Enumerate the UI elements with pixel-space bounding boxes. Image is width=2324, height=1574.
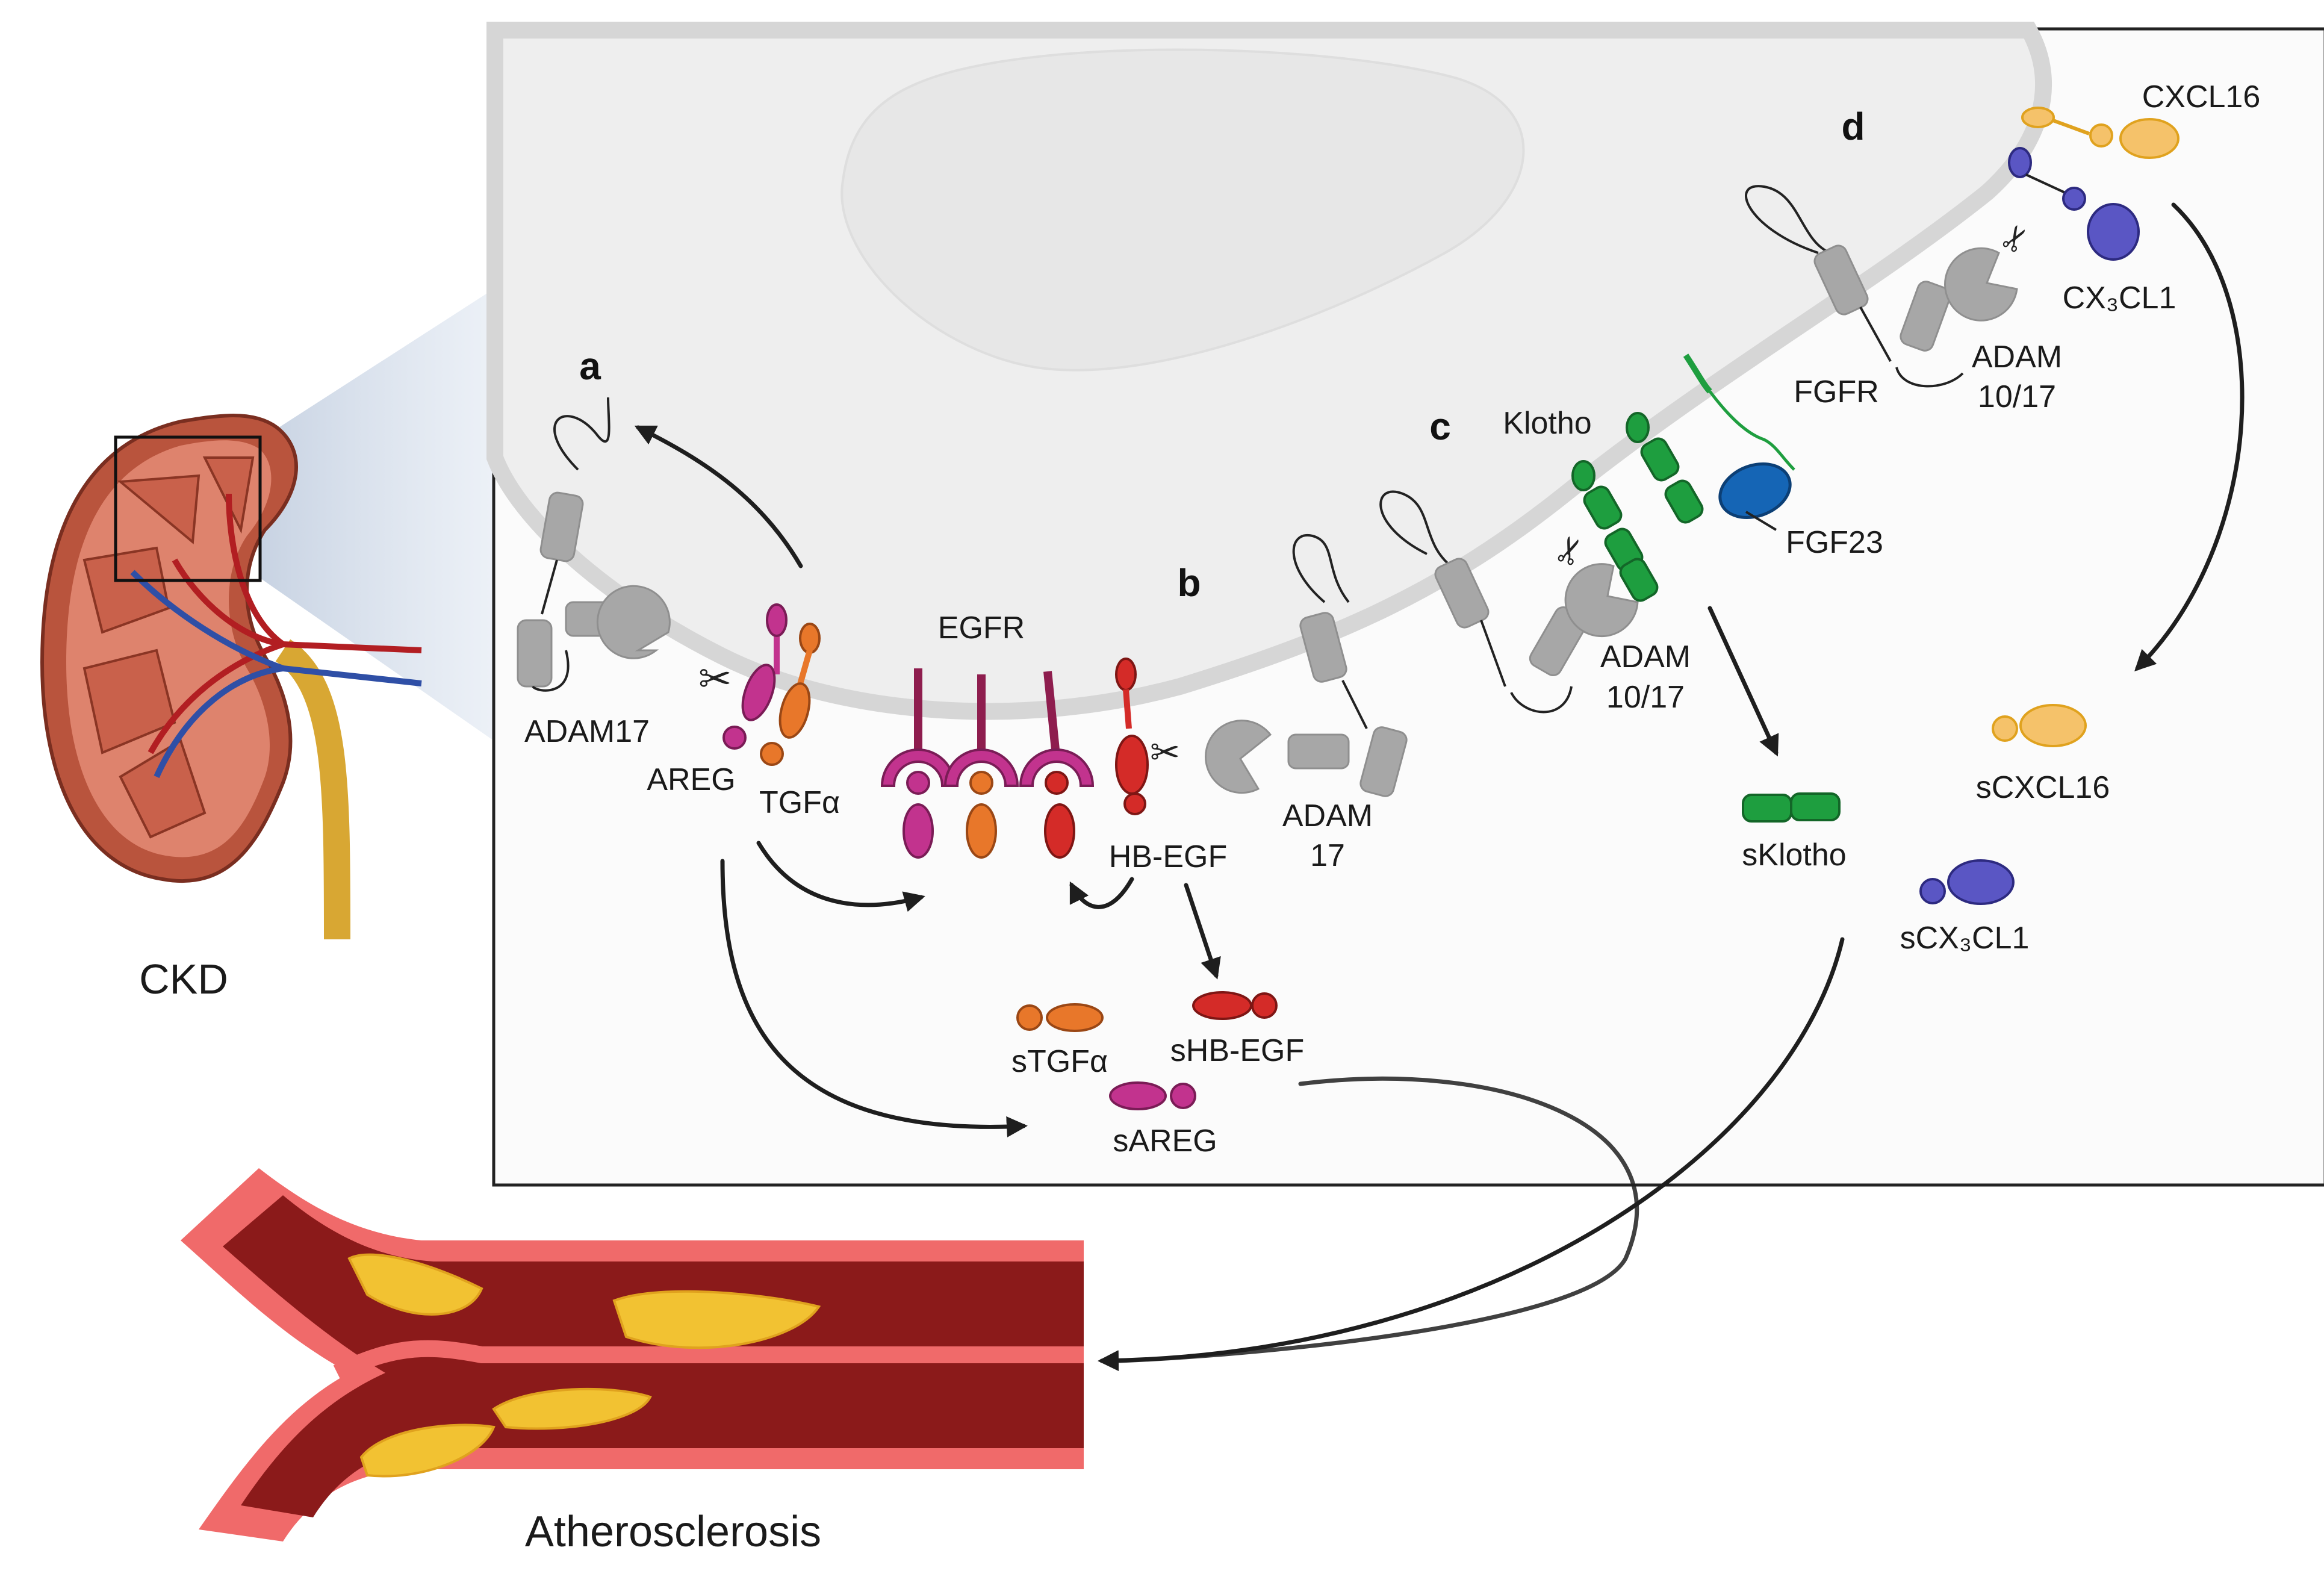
kidney-zoom-box	[114, 435, 262, 582]
adam17-b-label-1: ADAM	[1282, 798, 1373, 833]
egfr-label: EGFR	[938, 611, 1025, 645]
ckd-label: CKD	[139, 956, 228, 1003]
tgfa-label: TGFα	[759, 785, 840, 820]
cx3cl1-label: CX₃CL1	[2063, 281, 2176, 316]
adam1017-c	[1379, 490, 1639, 714]
tgfa-protein	[760, 623, 821, 766]
stgfa-label: sTGFα	[1011, 1044, 1108, 1079]
panel-label-c: c	[1429, 405, 1451, 448]
egfr-receptor-areg	[880, 668, 956, 859]
cxcl16-label: CXCL16	[2142, 79, 2261, 114]
panel-label-d: d	[1841, 105, 1865, 148]
soluble-sklotho	[1742, 792, 1841, 823]
cx3cl1-protein	[2008, 147, 2140, 261]
adam1017-c-label-2: 10/17	[1606, 680, 1685, 715]
kidney-illustration: CKD	[40, 414, 422, 1003]
fgfr-label: FGFR	[1794, 375, 1879, 409]
adam17-b-label-2: 17	[1310, 838, 1345, 873]
soluble-sareg	[1109, 1081, 1196, 1110]
panel-label-b: b	[1177, 561, 1201, 605]
sklotho-label: sKlotho	[1742, 838, 1846, 873]
adam17-b	[1205, 533, 1408, 797]
adam1017-c-label-1: ADAM	[1600, 639, 1691, 674]
cxcl16-protein	[2021, 107, 2180, 159]
klotho-protein	[1571, 412, 1704, 602]
scissors-icon: ✂	[698, 656, 732, 702]
hbegf-protein	[1115, 658, 1149, 815]
nucleus	[840, 48, 1525, 372]
fgf23-label: FGF23	[1786, 525, 1883, 560]
soluble-scx3cl1	[1919, 859, 2015, 905]
adam1017-d-label-1: ADAM	[1972, 340, 2062, 375]
adam17-a-label: ADAM17	[524, 714, 650, 749]
shbegf-label: sHB-EGF	[1170, 1033, 1304, 1068]
areg-protein	[722, 603, 788, 750]
areg-label: AREG	[647, 762, 735, 797]
soluble-shbegf	[1192, 991, 1278, 1020]
soluble-stgfa	[1016, 1003, 1104, 1032]
hbegf-label: HB-EGF	[1109, 839, 1227, 874]
artery-illustration: Atherosclerosis	[181, 1168, 1084, 1556]
panel-label-a: a	[579, 344, 601, 388]
zoom-cone	[260, 289, 494, 741]
klotho-label: Klotho	[1503, 406, 1591, 441]
adam1017-d	[1745, 185, 2018, 388]
scx3cl1-label: sCX₃CL1	[1900, 921, 2030, 956]
fgf23-protein	[1718, 462, 1792, 531]
arrows	[634, 202, 2245, 1372]
atherosclerosis-label: Atherosclerosis	[525, 1508, 821, 1556]
adam1017-d-label-2: 10/17	[1978, 379, 2056, 414]
adam17-a	[517, 397, 671, 692]
egfr-receptor-hbegf	[1019, 671, 1095, 859]
scxcl16-label: sCXCL16	[1976, 770, 2110, 805]
egfr-receptors: EGFR	[880, 611, 1095, 859]
soluble-scxcl16	[1992, 704, 2087, 747]
fgfr-protein	[1683, 353, 1795, 471]
egfr-receptor-tgfa	[943, 674, 1019, 859]
scissors-icon: ✂	[1150, 732, 1180, 774]
sareg-label: sAREG	[1113, 1124, 1217, 1159]
